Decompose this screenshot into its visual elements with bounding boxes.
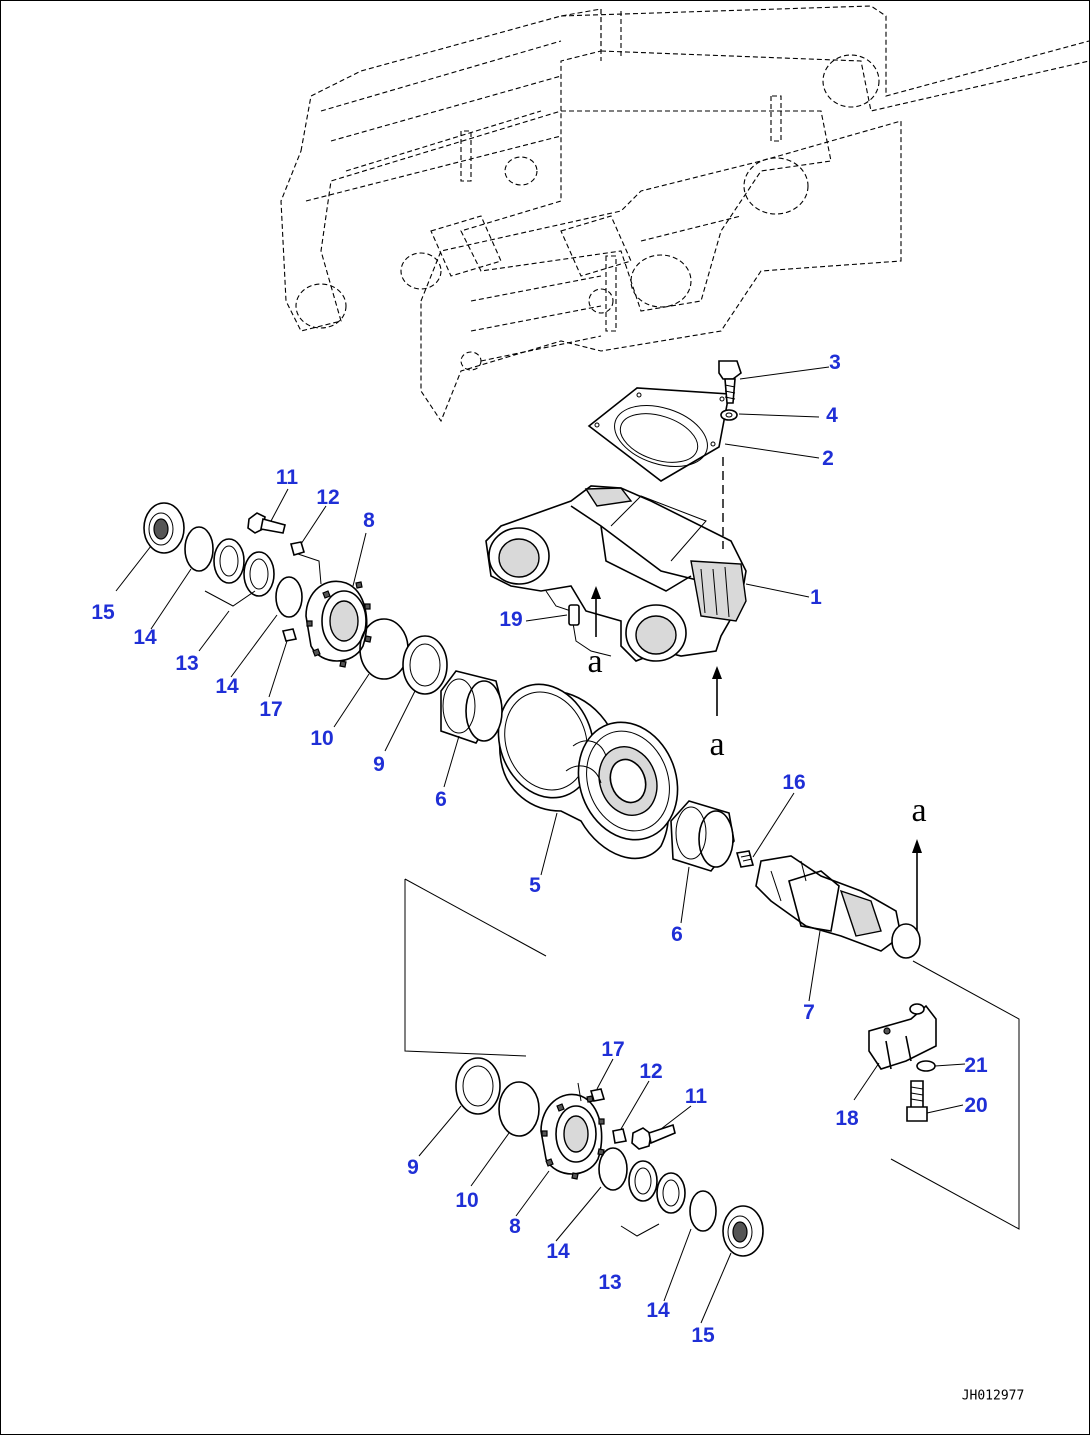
- callout-17-lower[interactable]: 17: [601, 1038, 625, 1061]
- callout-14-upper-b[interactable]: 14: [215, 675, 239, 698]
- plug-part-12-lower: [612, 1128, 627, 1144]
- callout-14-upper-a[interactable]: 14: [133, 626, 157, 649]
- bushing-part-6-upper: [440, 670, 503, 744]
- callout-12-lower[interactable]: 12: [639, 1060, 663, 1083]
- washer-part-21: [916, 1060, 936, 1072]
- o-ring-part-14-lower-a: [598, 1147, 628, 1191]
- callout-11-upper[interactable]: 11: [275, 466, 299, 489]
- clamp-part-18: [868, 1003, 937, 1070]
- callout-6-lower[interactable]: 6: [671, 923, 683, 946]
- callout-9-upper[interactable]: 9: [373, 753, 385, 776]
- callout-13-upper[interactable]: 13: [175, 652, 199, 675]
- callout-3[interactable]: 3: [829, 351, 841, 374]
- bolt-part-3: [718, 360, 742, 404]
- callout-18[interactable]: 18: [835, 1107, 859, 1130]
- view-arrows: [591, 586, 922, 931]
- callout-12-upper[interactable]: 12: [316, 486, 340, 509]
- o-ring-part-14-upper-a: [184, 526, 214, 572]
- plug-part-17-lower: [589, 1088, 606, 1102]
- bolt-part-11-upper: [247, 512, 286, 534]
- bushing-part-6-lower: [670, 800, 735, 872]
- thrust-washer-part-9-lower: [455, 1057, 501, 1115]
- callout-5[interactable]: 5: [529, 874, 541, 897]
- ring-part-10-lower: [498, 1081, 540, 1137]
- callout-4[interactable]: 4: [826, 404, 838, 427]
- callout-15-upper[interactable]: 15: [91, 601, 115, 624]
- seal-ring-part-13-lower: [628, 1160, 686, 1214]
- leader-lines: [115, 366, 966, 1324]
- thrust-washer-part-9-upper: [402, 635, 448, 695]
- callout-17-upper[interactable]: 17: [259, 698, 283, 721]
- callout-20[interactable]: 20: [964, 1094, 988, 1117]
- seal-part-15-upper: [143, 502, 185, 554]
- plug-part-12-upper: [290, 541, 305, 557]
- callout-7[interactable]: 7: [803, 1001, 815, 1024]
- collar-part-8-lower: [540, 1093, 605, 1180]
- collar-part-8-upper: [305, 580, 372, 668]
- callout-10-upper[interactable]: 10: [310, 727, 334, 750]
- bolt-part-11-lower: [631, 1123, 676, 1150]
- callout-19[interactable]: 19: [499, 608, 523, 631]
- cover-plate: [587, 387, 730, 482]
- o-ring-part-14-upper-b: [275, 576, 303, 618]
- callout-14-lower-a[interactable]: 14: [546, 1240, 570, 1263]
- bolt-part-20: [906, 1080, 928, 1122]
- callout-2[interactable]: 2: [822, 447, 834, 470]
- callout-11-lower[interactable]: 11: [684, 1085, 708, 1108]
- callout-21[interactable]: 21: [964, 1054, 988, 1077]
- callout-14-lower-b[interactable]: 14: [646, 1299, 670, 1322]
- o-ring-part-14-lower-b: [689, 1190, 717, 1232]
- callout-8-upper[interactable]: 8: [363, 509, 375, 532]
- callout-1[interactable]: 1: [810, 586, 822, 609]
- callout-15-lower[interactable]: 15: [691, 1324, 715, 1347]
- view-mark-a-upper: a: [587, 643, 603, 680]
- roller-bracket: [485, 485, 747, 662]
- drawing-code: JH012977: [961, 1388, 1025, 1404]
- view-mark-a-right: a: [911, 792, 927, 829]
- pin-part-19: [568, 604, 580, 626]
- seal-ring-part-13-upper: [213, 538, 275, 597]
- callout-13-lower[interactable]: 13: [598, 1271, 622, 1294]
- view-mark-a-middle: a: [709, 726, 725, 763]
- track-frame-outline: [280, 5, 1089, 423]
- shaft-part-7: [755, 855, 921, 959]
- callout-16[interactable]: 16: [782, 771, 806, 794]
- seal-part-15-lower: [722, 1205, 764, 1257]
- callout-6-upper[interactable]: 6: [435, 788, 447, 811]
- callout-8-lower[interactable]: 8: [509, 1215, 521, 1238]
- assembly-lines: [204, 457, 1020, 1237]
- ring-part-10-upper: [359, 618, 409, 680]
- track-roller: [497, 683, 679, 860]
- callout-9-lower[interactable]: 9: [407, 1156, 419, 1179]
- plug-part-17-upper: [281, 628, 298, 642]
- plug-part-16: [735, 850, 755, 868]
- washer-part-4: [720, 409, 738, 421]
- callout-10-lower[interactable]: 10: [455, 1189, 479, 1212]
